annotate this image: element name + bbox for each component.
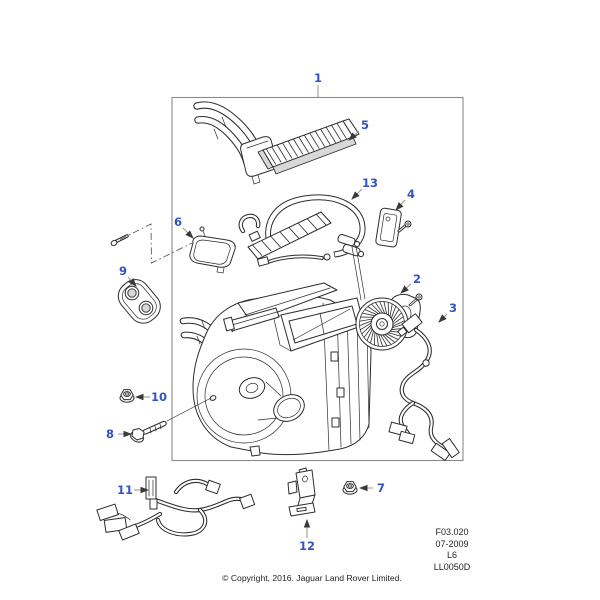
callout-leader-6 (182, 227, 194, 239)
callout-3[interactable]: 3 (449, 301, 457, 315)
blower-harness-illustration (388, 313, 460, 461)
callout-1[interactable]: 1 (314, 71, 322, 85)
bracket-illustration (287, 467, 316, 517)
figure-variant: L6 (446, 550, 457, 561)
callout-10[interactable]: 10 (151, 390, 167, 404)
callout-11[interactable]: 11 (117, 483, 133, 497)
pipe-rail-hatch (252, 214, 327, 256)
heater-core-fins (265, 122, 347, 165)
assembly-centerline (119, 223, 193, 264)
blower-fan-fins (359, 301, 405, 347)
figure-sheet-code: LL0050D (433, 561, 471, 572)
cover-lid-illustration (189, 226, 236, 274)
callout-leader-2 (400, 283, 412, 294)
callout-12[interactable]: 12 (299, 539, 315, 553)
figure-number: F03.020 (435, 527, 469, 537)
callout-leader-3 (438, 313, 448, 323)
nut-illustration-7 (342, 481, 358, 495)
callout-leader-13 (351, 188, 363, 200)
callout-4[interactable]: 4 (407, 187, 415, 201)
callout-2[interactable]: 2 (413, 272, 421, 286)
part-group-box (171, 96, 464, 462)
callout-7[interactable]: 7 (377, 481, 385, 495)
callout-9[interactable]: 9 (119, 264, 127, 278)
callout-5[interactable]: 5 (361, 118, 369, 132)
heater-core-illustration (193, 101, 360, 185)
nut-illustration-10 (119, 389, 135, 403)
callout-8[interactable]: 8 (106, 427, 114, 441)
pipe-assembly-illustration (238, 194, 366, 301)
callout-leader-4 (395, 199, 406, 211)
figure-code-block: F03.020 07-2009 L6 LL0050D (408, 527, 496, 573)
resistor-illustration (375, 207, 412, 248)
callouts-layer: 1 5 13 4 6 9 2 3 10 8 11 7 12 (106, 71, 457, 553)
callout-6[interactable]: 6 (174, 215, 182, 229)
callout-leader-9 (127, 276, 137, 287)
figure-date: 07-2009 (435, 538, 469, 549)
callout-13[interactable]: 13 (362, 176, 378, 190)
callout-leader-5 (348, 130, 360, 141)
copyright-text: © Copyright, 2016. Jaguar Land Rover Lim… (222, 573, 402, 583)
heater-housing-illustration (179, 282, 372, 457)
